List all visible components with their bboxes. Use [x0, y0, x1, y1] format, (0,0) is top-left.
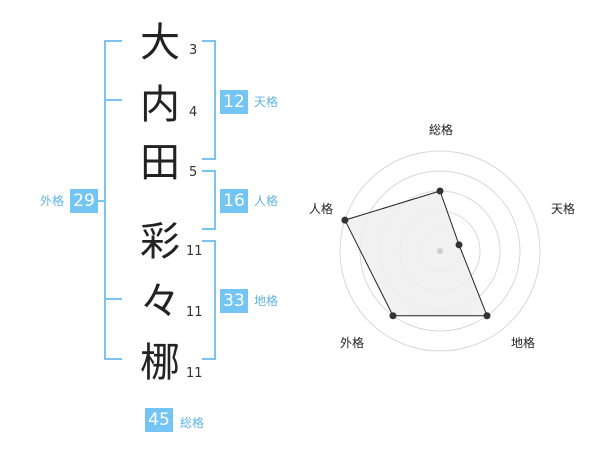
tenkaku-label: 天格: [254, 95, 279, 109]
radar-point: [389, 312, 397, 320]
soukaku-label: 総格: [180, 416, 205, 430]
stroke-count-2: 4: [189, 105, 198, 120]
chikaku-label: 地格: [254, 294, 279, 308]
jinkaku-value: 16: [220, 189, 248, 213]
name-char-4: 彩: [140, 219, 180, 265]
gaikaku-label: 外格: [40, 194, 65, 208]
radar-label-chikaku: 地格: [511, 336, 536, 350]
name-char-5: 々: [140, 279, 180, 325]
name-char-6: 梛: [140, 340, 180, 386]
stroke-count-1: 3: [189, 43, 198, 58]
radar-label-soukaku: 総格: [429, 123, 454, 137]
radar-point: [436, 187, 444, 195]
radar-label-gaikaku: 外格: [340, 336, 365, 350]
name-char-1: 大: [140, 20, 180, 66]
stroke-count-4: 11: [186, 244, 203, 259]
radar-label-jinkaku: 人格: [309, 202, 334, 216]
radar-area: [344, 190, 488, 317]
radar-point: [341, 216, 349, 224]
tenkaku-value: 12: [220, 90, 248, 114]
chikaku-value: 33: [220, 289, 248, 313]
jinkaku-label: 人格: [254, 194, 279, 208]
radar-label-tenkaku: 天格: [551, 202, 576, 216]
name-char-2: 内: [140, 82, 180, 128]
radar-grid-ring: [339, 150, 541, 352]
soukaku-value: 45: [145, 408, 173, 432]
gaikaku-value: 29: [70, 189, 98, 213]
stroke-count-3: 5: [189, 165, 198, 180]
radar-point: [455, 241, 463, 249]
stroke-count-6: 11: [186, 366, 203, 381]
name-char-3: 田: [140, 140, 180, 186]
radar-point: [483, 312, 491, 320]
stroke-count-5: 11: [186, 305, 203, 320]
radar-center: [437, 248, 443, 254]
